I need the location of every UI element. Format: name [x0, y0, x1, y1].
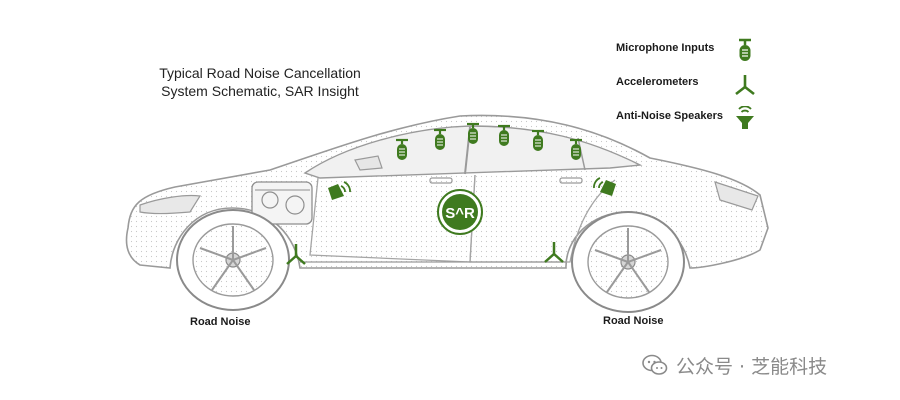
- sar-badge: S^R: [437, 189, 483, 235]
- diagram-title: Typical Road Noise Cancellation System S…: [130, 64, 390, 100]
- c-pillar: [577, 137, 586, 171]
- speaker-icon: [736, 106, 754, 129]
- front-road-noise-label: Road Noise: [190, 316, 251, 328]
- rear-door-handle: [559, 177, 583, 184]
- legend-label: Anti-Noise Speakers: [616, 110, 723, 122]
- car-speaker-front: [328, 181, 351, 200]
- watermark-text: 公众号 · 芝能科技: [676, 355, 828, 378]
- side-mirror: [354, 155, 383, 171]
- rear-wheel: [571, 211, 685, 313]
- watermark: 公众号 · 芝能科技: [642, 350, 827, 380]
- car-accelerometer-front: [286, 244, 306, 265]
- legend-label: Microphone Inputs: [616, 42, 715, 54]
- legend-item-speaker: Anti-Noise Speakers: [616, 106, 786, 130]
- engine-block: [251, 181, 313, 225]
- car-microphone-3: [467, 122, 479, 144]
- taillight: [714, 181, 759, 211]
- legend-item-accelerometer: Accelerometers: [616, 72, 786, 96]
- front-door-handle: [429, 177, 453, 184]
- title-line-1: Typical Road Noise Cancellation: [159, 65, 361, 81]
- wechat-logo-icon: [642, 354, 668, 375]
- rear-road-noise-label: Road Noise: [603, 315, 664, 327]
- car-speaker-rear: [593, 177, 616, 196]
- car-microphone-1: [396, 138, 408, 160]
- headlight: [139, 194, 202, 215]
- sar-badge-text: S^R: [445, 205, 475, 222]
- car-microphone-4: [498, 124, 510, 146]
- car-microphone-2: [434, 128, 446, 150]
- car-microphone-5: [532, 129, 544, 151]
- front-wheel: [176, 209, 290, 311]
- accelerometer-icon: [735, 75, 755, 96]
- car-microphone-6: [570, 138, 582, 160]
- microphone-icon: [739, 38, 751, 61]
- window-outline: [303, 125, 643, 179]
- legend-item-microphone: Microphone Inputs: [616, 38, 786, 62]
- title-line-2: System Schematic, SAR Insight: [161, 83, 359, 99]
- car-accelerometer-rear: [544, 242, 564, 263]
- legend-label: Accelerometers: [616, 76, 699, 88]
